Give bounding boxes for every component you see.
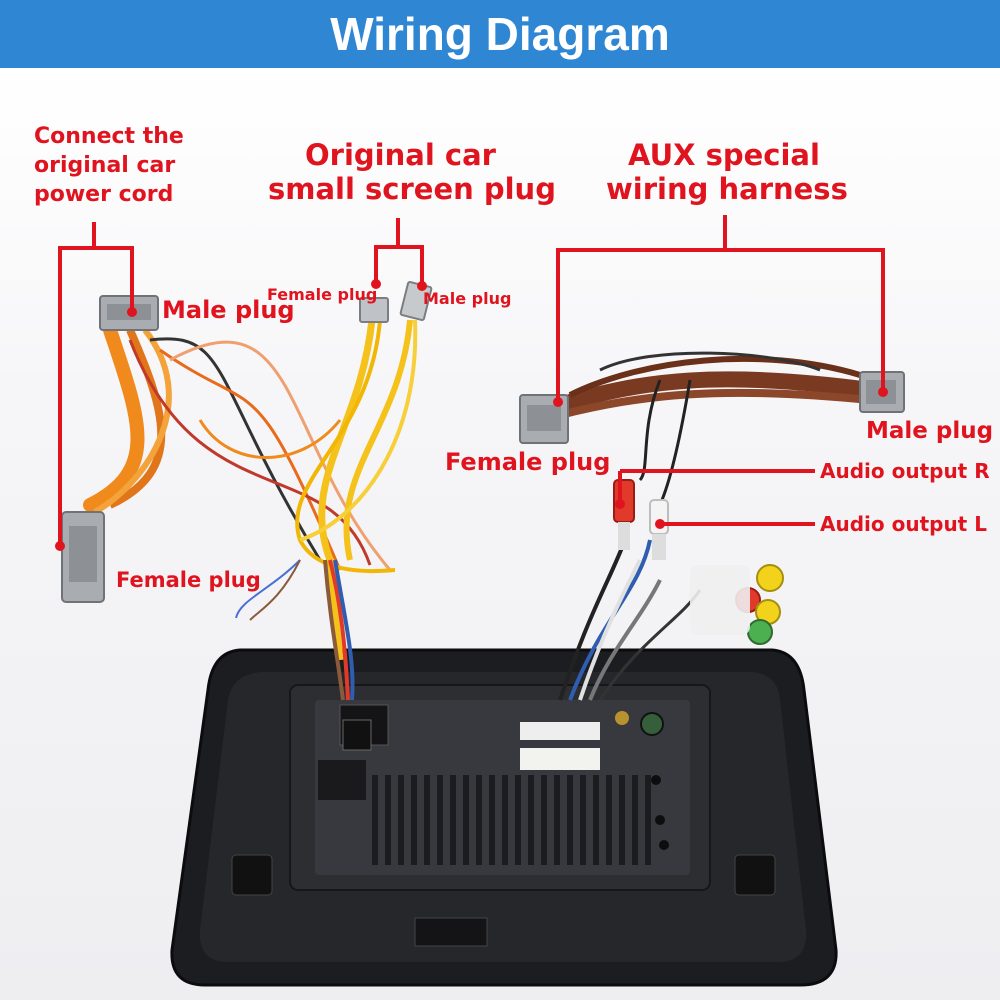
- header-bar: Wiring Diagram: [0, 0, 1000, 68]
- heatsink-fin: [385, 775, 391, 865]
- heatsink-fin: [424, 775, 430, 865]
- heatsink-fin: [398, 775, 404, 865]
- heatsink-fin: [645, 775, 651, 865]
- callout-lines: [58, 215, 885, 546]
- power-title-line-1: Connect the: [34, 124, 184, 149]
- heatsink-fin: [567, 775, 573, 865]
- heatsink-fin: [528, 775, 534, 865]
- screen-title-line-2: small screen plug: [268, 172, 556, 206]
- screen-title-line-1: Original car: [305, 138, 496, 172]
- heatsink-fin: [515, 775, 521, 865]
- screen-harness: [235, 281, 433, 751]
- screen-plug-title: Original car small screen plug: [268, 138, 556, 206]
- heatsink-fin: [580, 775, 586, 865]
- page-title: Wiring Diagram: [330, 8, 670, 60]
- heatsink-fins: [372, 775, 651, 865]
- power-title-line-2: original car: [34, 153, 176, 178]
- aux-title-line-2: wiring harness: [606, 172, 848, 206]
- heatsink-fin: [450, 775, 456, 865]
- aux-harness-title: AUX special wiring harness: [606, 138, 848, 206]
- heatsink-fin: [554, 775, 560, 865]
- heatsink-fin: [541, 775, 547, 865]
- heatsink-fin: [502, 775, 508, 865]
- aux-female-plug-label: Female plug: [445, 448, 611, 476]
- heatsink-fin: [632, 775, 638, 865]
- power-title-line-3: power cord: [34, 182, 174, 207]
- aux-male-plug-label: Male plug: [866, 418, 994, 444]
- head-unit: [170, 648, 838, 987]
- power-female-plug-label: Female plug: [116, 568, 261, 592]
- heatsink-fin: [476, 775, 482, 865]
- heatsink-fin: [606, 775, 612, 865]
- screen-female-plug-label: Female plug: [267, 285, 378, 304]
- power-harness: [61, 295, 392, 603]
- power-cord-title: Connect the original car power cord: [34, 122, 184, 209]
- audio-output-l-label: Audio output L: [820, 512, 987, 536]
- heatsink-fin: [489, 775, 495, 865]
- heatsink-fin: [372, 775, 378, 865]
- heatsink-fin: [411, 775, 417, 865]
- screen-male-plug-label: Male plug: [423, 289, 512, 308]
- heatsink-fin: [463, 775, 469, 865]
- audio-output-r-label: Audio output R: [820, 459, 990, 483]
- power-male-plug-label: Male plug: [162, 296, 295, 324]
- heatsink-fin: [593, 775, 599, 865]
- aux-title-line-1: AUX special: [628, 138, 820, 172]
- heatsink-fin: [619, 775, 625, 865]
- heatsink-fin: [437, 775, 443, 865]
- callout-dots: [55, 279, 888, 551]
